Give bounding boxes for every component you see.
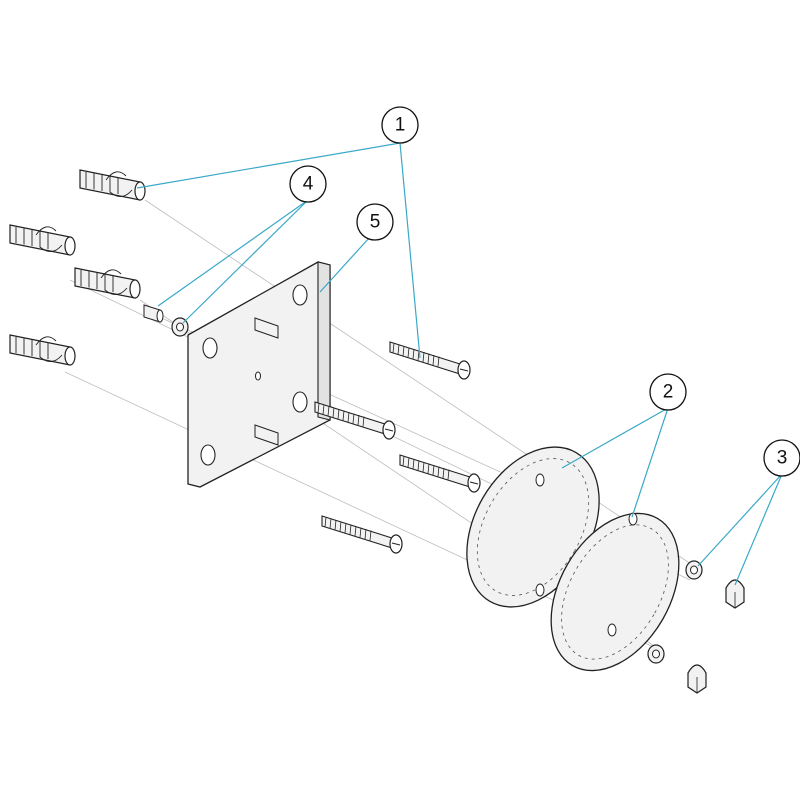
callout-1: 1 [381, 106, 419, 144]
svg-text:2: 2 [663, 382, 674, 403]
screw-icon [314, 341, 481, 554]
set-screw-icon [143, 304, 164, 323]
svg-text:5: 5 [370, 212, 381, 233]
gasket-icon [466, 446, 680, 672]
callout-3: 3 [763, 439, 800, 477]
svg-text:3: 3 [777, 448, 788, 469]
svg-text:4: 4 [303, 174, 314, 195]
svg-text:1: 1 [395, 115, 406, 136]
wall-plug-icon [9, 169, 146, 366]
base-plate-icon [187, 261, 331, 488]
leader-lines [136, 142, 783, 586]
cap-nut-icon [687, 579, 745, 694]
callout-2: 2 [649, 373, 687, 411]
callout-5: 5 [356, 203, 394, 241]
callout-4: 4 [289, 165, 327, 203]
